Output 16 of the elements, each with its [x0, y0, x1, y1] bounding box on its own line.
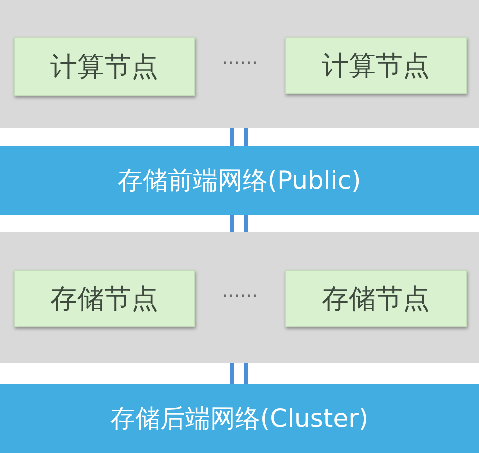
- network-band: 存储前端网络(Public): [0, 146, 479, 215]
- node-box: 计算节点: [14, 37, 195, 96]
- connector-line: [230, 128, 234, 146]
- ellipsis-label: ……: [221, 48, 259, 70]
- node-group-panel: [0, 232, 479, 363]
- network-band: 存储后端网络(Cluster): [0, 384, 479, 453]
- connector-line: [230, 363, 234, 384]
- node-group-panel: [0, 0, 479, 128]
- ellipsis-label: ……: [221, 281, 259, 303]
- connector-line: [244, 128, 248, 146]
- node-box: 计算节点: [285, 37, 467, 94]
- connector-line: [244, 363, 248, 384]
- connector-line: [244, 215, 248, 232]
- connector-line: [230, 215, 234, 232]
- node-box: 存储节点: [14, 270, 195, 327]
- node-box: 存储节点: [285, 270, 467, 327]
